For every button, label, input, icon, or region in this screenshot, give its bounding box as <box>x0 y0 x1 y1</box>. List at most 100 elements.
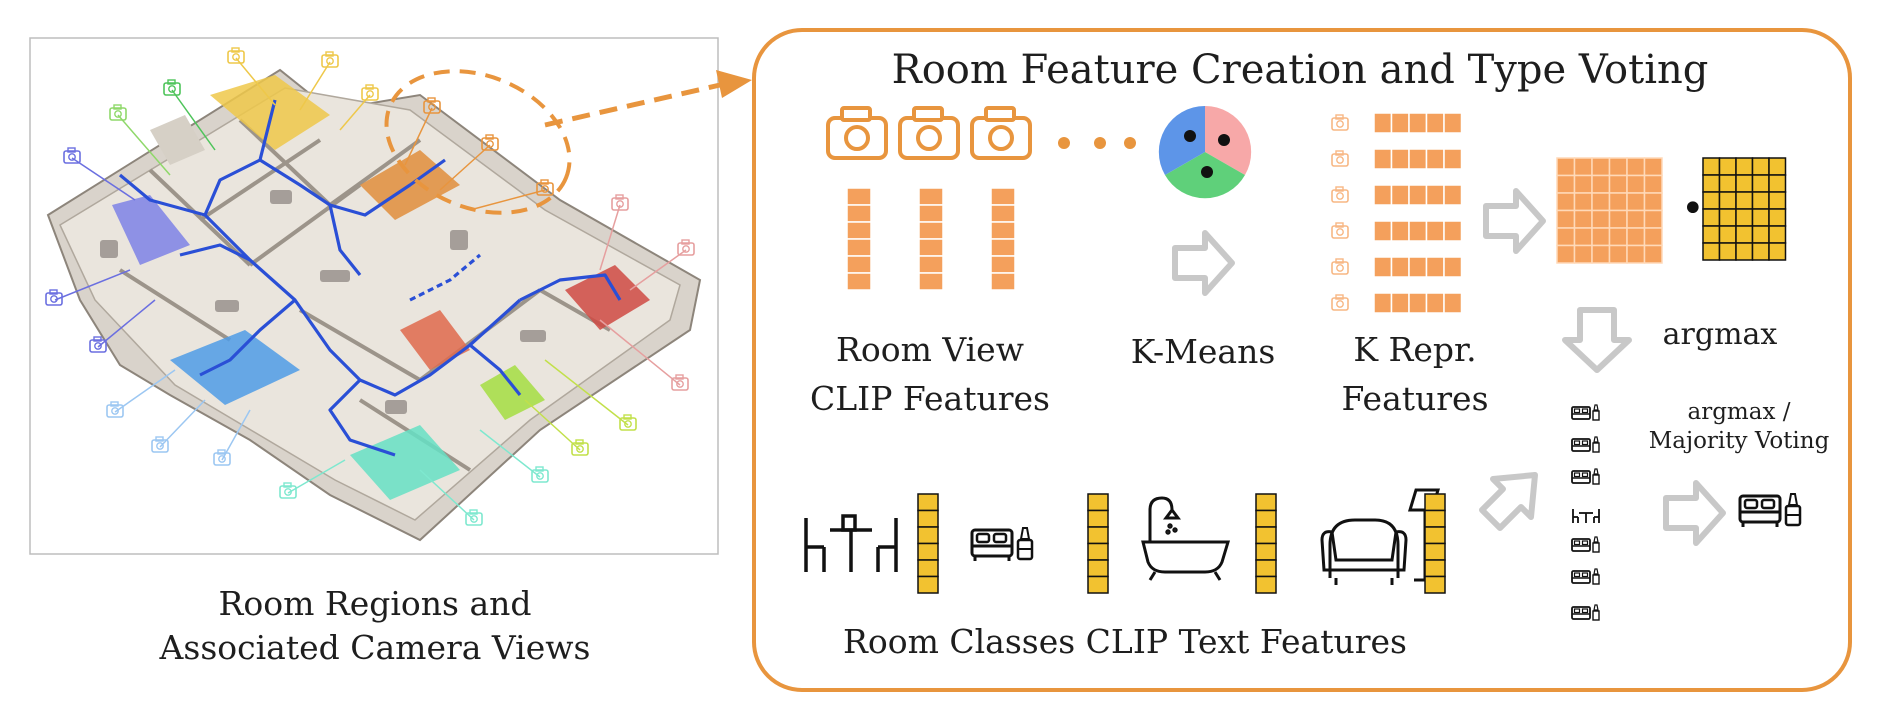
matrix-cell <box>1626 209 1646 229</box>
text-feature-cell <box>1255 509 1277 528</box>
dining-table-icon <box>804 514 898 572</box>
text-feature-cell <box>1424 542 1446 561</box>
feature-cell <box>990 221 1016 240</box>
matrix-cell <box>1718 242 1737 261</box>
text-feature-cell <box>917 575 939 594</box>
text-feature-cell <box>917 509 939 528</box>
pipeline-title: Room Feature Creation and Type Voting <box>891 47 1709 93</box>
feature-cell <box>990 255 1016 274</box>
matrix-cell <box>1768 157 1787 176</box>
text-feature-cell <box>1255 559 1277 578</box>
feature-cell <box>846 255 872 274</box>
text-feature-cell <box>1087 509 1109 528</box>
feature-cell <box>1425 220 1445 242</box>
feature-cell <box>1443 292 1463 314</box>
room-view-label-line1: Room View <box>836 330 1024 369</box>
matrix-cell <box>1573 244 1593 264</box>
matrix-cell <box>1751 225 1770 244</box>
feature-cell <box>1408 112 1428 134</box>
kmeans-clusters-icon <box>1158 105 1252 199</box>
matrix-cell <box>1591 157 1611 177</box>
kmeans-label: K-Means <box>1130 332 1276 371</box>
feature-cell <box>1425 184 1445 206</box>
matrix-cell <box>1573 209 1593 229</box>
text-feature-cell <box>1087 542 1109 561</box>
feature-cell <box>990 187 1016 206</box>
matrix-cell <box>1608 244 1628 264</box>
feature-cell <box>918 204 944 223</box>
zoom-arrow <box>544 70 752 128</box>
matrix-cell <box>1573 174 1593 194</box>
matrix-cell <box>1591 209 1611 229</box>
matrix-cell <box>1626 244 1646 264</box>
text-feature-cell <box>917 542 939 561</box>
feature-cell <box>918 272 944 291</box>
matrix-cell <box>1735 157 1754 176</box>
feature-cell <box>1390 148 1410 170</box>
feature-cell <box>1408 220 1428 242</box>
text-feature-cell <box>1255 542 1277 561</box>
feature-cell <box>1390 256 1410 278</box>
matrix-cell <box>1643 209 1663 229</box>
matrix-cell <box>1718 157 1737 176</box>
k-repr-features <box>1331 112 1463 314</box>
matrix-cell <box>1735 174 1754 193</box>
feature-cell <box>1408 256 1428 278</box>
matrix-cell <box>1591 174 1611 194</box>
feature-cell <box>990 272 1016 291</box>
matrix-cell <box>1626 157 1646 177</box>
matrix-cell <box>1702 191 1721 210</box>
feature-cell <box>1373 292 1393 314</box>
krepr-label: K Repr. Features <box>1320 325 1510 423</box>
text-feature-cell <box>1255 575 1277 594</box>
right-arrow-icon <box>1663 480 1726 546</box>
feature-cell <box>1373 184 1393 206</box>
text-feature-cell <box>1255 526 1277 545</box>
text-feature-cell <box>1424 526 1446 545</box>
feature-cell <box>1390 112 1410 134</box>
matrix-cell <box>1643 157 1663 177</box>
feature-cell <box>1425 148 1445 170</box>
feature-cell <box>1408 184 1428 206</box>
matrix-cell <box>1768 191 1787 210</box>
camera-leader-lines <box>54 57 687 521</box>
pipeline-panel: • <box>752 28 1852 692</box>
feature-cell <box>1390 220 1410 242</box>
text-feature-cell <box>1424 493 1446 512</box>
matrix-cell <box>1556 174 1576 194</box>
text-feature-cell <box>1424 575 1446 594</box>
matrix-cell <box>1573 227 1593 247</box>
matrix-cell <box>1768 225 1787 244</box>
floorplan-caption-line2: Associated Camera Views <box>159 628 591 667</box>
matrix-cell <box>1768 242 1787 261</box>
feature-cell <box>1443 148 1463 170</box>
matrix-cell <box>1556 244 1576 264</box>
room-view-features <box>846 187 1016 291</box>
feature-cell <box>1443 112 1463 134</box>
feature-cell <box>1443 256 1463 278</box>
text-feature-cell <box>1087 526 1109 545</box>
matrix-cell <box>1573 157 1593 177</box>
feature-cell <box>1390 184 1410 206</box>
vote-label-line1: argmax / <box>1687 399 1791 425</box>
text-feature-cell <box>917 526 939 545</box>
dot-product-symbol: • <box>1681 186 1705 232</box>
room-class-icons <box>804 488 1441 585</box>
vote-label: argmax / Majority Voting <box>1632 398 1846 456</box>
matrix-cell <box>1608 174 1628 194</box>
matrix-cell <box>1591 192 1611 212</box>
feature-cell <box>1373 256 1393 278</box>
matrix-cell <box>1556 209 1576 229</box>
feature-cell <box>1443 184 1463 206</box>
feature-cell <box>1425 256 1445 278</box>
feature-cell <box>990 238 1016 257</box>
matrix-cell <box>1768 208 1787 227</box>
matrix-cell <box>1702 225 1721 244</box>
floorplan-caption: Room Regions and Associated Camera Views <box>105 582 645 670</box>
feature-cell <box>846 272 872 291</box>
matrix-cell <box>1751 174 1770 193</box>
floorplan-panel <box>29 37 719 555</box>
feature-cell <box>846 204 872 223</box>
matrix-cell <box>1643 227 1663 247</box>
matrix-cell <box>1608 227 1628 247</box>
